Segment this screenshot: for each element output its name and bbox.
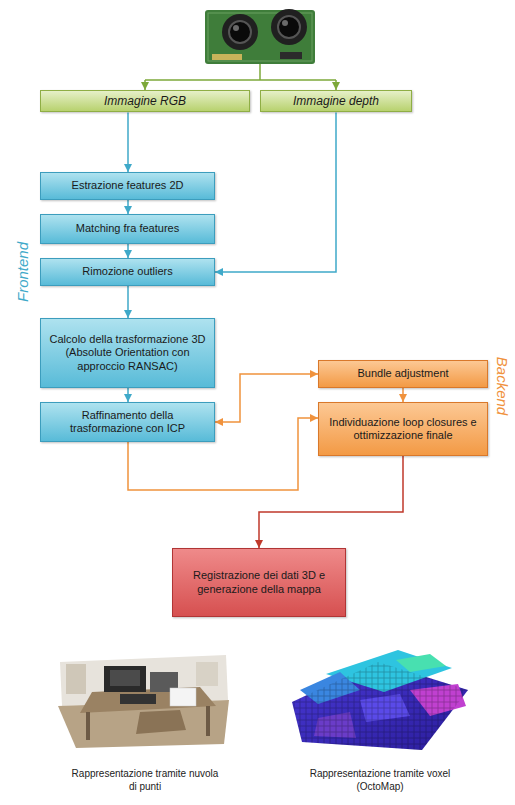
box-text: Estrazione features 2D <box>72 179 184 192</box>
output-box: Registrazione dei dati 3D e generazione … <box>172 548 346 617</box>
input-box: Immagine RGB <box>40 90 250 112</box>
input-box: Immagine depth <box>260 90 412 112</box>
connector <box>127 388 129 402</box>
process-box: Calcolo della trasformazione 3D (Absolut… <box>40 318 215 388</box>
connector <box>402 388 404 402</box>
process-box: Estrazione features 2D <box>40 172 215 200</box>
box-text: Immagine depth <box>293 94 379 108</box>
box-text: Calcolo della trasformazione 3D (Absolut… <box>47 333 208 373</box>
box-text: Bundle adjustment <box>357 367 448 380</box>
connector <box>127 244 129 258</box>
image-caption: Rappresentazione tramite voxel (OctoMap) <box>305 768 455 793</box>
box-text: Raffinamento della trasformazione con IC… <box>47 409 208 435</box>
process-box: Raffinamento della trasformazione con IC… <box>40 402 215 442</box>
backend-box: Bundle adjustment <box>318 360 488 388</box>
voxel-map-picture <box>292 650 468 750</box>
box-text: Individuazione loop closures e ottimizza… <box>325 416 481 442</box>
backend-box: Individuazione loop closures e ottimizza… <box>318 402 488 456</box>
connector <box>127 200 129 214</box>
stereo-camera <box>205 9 315 64</box>
connector <box>127 286 129 318</box>
connector <box>215 374 318 422</box>
box-text: Rimozione outliers <box>82 265 172 278</box>
connector <box>215 112 336 272</box>
camera-split-line <box>145 64 336 90</box>
image-caption: Rappresentazione tramite nuvola di punti <box>70 768 220 793</box>
box-text: Matching fra features <box>76 222 179 235</box>
process-box: Matching fra features <box>40 214 215 244</box>
point-cloud-picture <box>58 655 229 748</box>
section-label: Backend <box>494 357 511 415</box>
box-text: Immagine RGB <box>104 94 186 108</box>
process-box: Rimozione outliers <box>40 258 215 286</box>
connector <box>127 112 129 172</box>
section-label: Frontend <box>14 242 31 302</box>
connector <box>259 456 403 548</box>
box-text: Registrazione dei dati 3D e generazione … <box>179 569 339 595</box>
